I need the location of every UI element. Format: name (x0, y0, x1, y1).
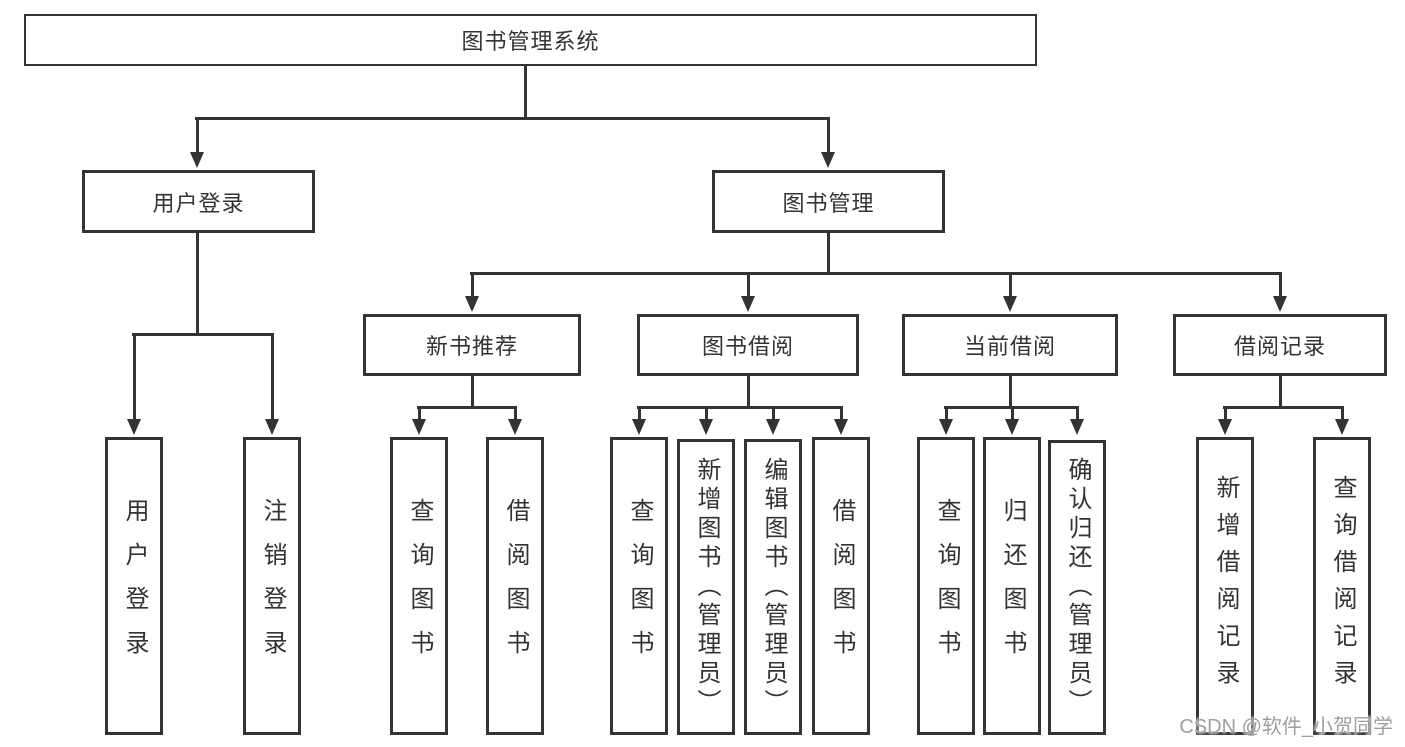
leaf-newbook-borrow-books: 借阅图书 (486, 437, 544, 735)
node-new-book-recommend: 新书推荐 (363, 314, 581, 376)
connector-arrow-shaft (1076, 406, 1079, 419)
arrowhead-down-icon (1005, 419, 1019, 435)
node-borrow-records: 借阅记录 (1173, 314, 1387, 376)
leaf-borrow-borrow-books: 借阅图书 (812, 437, 870, 735)
arrowhead-down-icon (821, 152, 835, 168)
node-root-label: 图书管理系统 (461, 29, 600, 54)
leaf-borrow-query-books: 查询图书 (610, 437, 668, 735)
connector-line-vertical (196, 231, 199, 335)
connector-arrow-shaft (1279, 272, 1282, 296)
connector-arrow-shaft (840, 406, 843, 419)
connector-line-horizontal (637, 406, 843, 409)
node-new-book-recommend-label: 新书推荐 (425, 334, 518, 359)
watermark: CSDN @软件_小贺同学 (1179, 716, 1393, 738)
leaf-newbook-query-books: 查询图书 (390, 437, 448, 735)
connector-arrow-shaft (1009, 272, 1012, 296)
leaf-records-add-record-label: 新增借阅记录 (1212, 475, 1239, 697)
arrowhead-down-icon (699, 419, 713, 435)
node-book-borrow-label: 图书借阅 (701, 334, 794, 359)
connector-line-horizontal (417, 406, 517, 409)
leaf-current-return-books: 归还图书 (983, 437, 1041, 735)
node-book-management-label: 图书管理 (782, 190, 875, 216)
node-borrow-records-label: 借阅记录 (1233, 334, 1326, 359)
connector-arrow-shaft (827, 117, 830, 153)
leaf-borrow-edit-books-admin-label: 编辑图书（管理员） (760, 456, 787, 718)
connector-arrow-shaft (1341, 406, 1344, 419)
leaf-records-add-record: 新增借阅记录 (1196, 437, 1254, 735)
arrowhead-down-icon (1335, 419, 1349, 435)
leaf-newbook-borrow-books-label: 借阅图书 (502, 498, 529, 674)
arrowhead-down-icon (741, 296, 755, 312)
arrowhead-down-icon (127, 419, 141, 435)
connector-line-vertical (524, 64, 527, 119)
arrowhead-down-icon (265, 419, 279, 435)
leaf-borrow-add-books-admin-label: 新增图书（管理员） (693, 456, 720, 718)
connector-line-horizontal (470, 272, 1282, 275)
leaf-logout-label: 注销登录 (259, 498, 286, 674)
leaf-borrow-borrow-books-label: 借阅图书 (828, 498, 855, 674)
leaf-user-login: 用户登录 (105, 437, 163, 735)
connector-line-vertical (1009, 375, 1012, 408)
leaf-newbook-query-books-label: 查询图书 (406, 498, 433, 674)
arrowhead-down-icon (465, 296, 479, 312)
arrowhead-down-icon (834, 419, 848, 435)
leaf-borrow-edit-books-admin: 编辑图书（管理员） (744, 439, 802, 735)
node-user-login: 用户登录 (82, 170, 315, 233)
connector-arrow-shaft (1224, 406, 1227, 419)
node-book-management: 图书管理 (712, 170, 945, 233)
connector-arrow-shaft (705, 406, 708, 419)
connector-arrow-shaft (418, 406, 421, 419)
node-root: 图书管理系统 (24, 14, 1037, 66)
arrowhead-down-icon (1070, 419, 1084, 435)
arrowhead-down-icon (1003, 296, 1017, 312)
leaf-current-confirm-return-admin-label: 确认归还（管理员） (1064, 457, 1091, 718)
arrowhead-down-icon (508, 419, 522, 435)
leaf-borrow-query-books-label: 查询图书 (626, 498, 653, 674)
connector-line-horizontal (1223, 406, 1344, 409)
connector-arrow-shaft (747, 272, 750, 296)
leaf-logout: 注销登录 (243, 437, 301, 735)
connector-line-vertical (471, 375, 474, 408)
arrowhead-down-icon (412, 419, 426, 435)
connector-line-vertical (827, 231, 830, 274)
connector-arrow-shaft (945, 406, 948, 419)
leaf-records-query-record: 查询借阅记录 (1313, 437, 1371, 735)
arrowhead-down-icon (1218, 419, 1232, 435)
connector-line-horizontal (195, 117, 830, 120)
arrowhead-down-icon (632, 419, 646, 435)
arrowhead-down-icon (190, 152, 204, 168)
node-user-login-label: 用户登录 (152, 190, 245, 216)
connector-line-horizontal (132, 333, 274, 336)
connector-arrow-shaft (514, 406, 517, 419)
leaf-records-query-record-label: 查询借阅记录 (1329, 475, 1356, 697)
connector-line-vertical (1279, 375, 1282, 408)
connector-arrow-shaft (271, 333, 274, 419)
connector-arrow-shaft (196, 117, 199, 153)
connector-arrow-shaft (133, 333, 136, 419)
connector-arrow-shaft (471, 272, 474, 296)
arrowhead-down-icon (939, 419, 953, 435)
leaf-current-confirm-return-admin: 确认归还（管理员） (1048, 440, 1106, 735)
leaf-current-query-books: 查询图书 (917, 437, 975, 735)
node-current-borrow: 当前借阅 (902, 314, 1118, 376)
connector-line-vertical (747, 375, 750, 408)
arrowhead-down-icon (1273, 296, 1287, 312)
connector-arrow-shaft (638, 406, 641, 419)
arrowhead-down-icon (766, 419, 780, 435)
connector-arrow-shaft (772, 406, 775, 419)
leaf-borrow-add-books-admin: 新增图书（管理员） (677, 439, 735, 735)
node-book-borrow: 图书借阅 (637, 314, 859, 376)
connector-arrow-shaft (1011, 406, 1014, 419)
leaf-current-query-books-label: 查询图书 (933, 498, 960, 674)
leaf-user-login-label: 用户登录 (121, 498, 148, 674)
node-current-borrow-label: 当前借阅 (963, 334, 1056, 359)
leaf-current-return-books-label: 归还图书 (999, 498, 1026, 674)
